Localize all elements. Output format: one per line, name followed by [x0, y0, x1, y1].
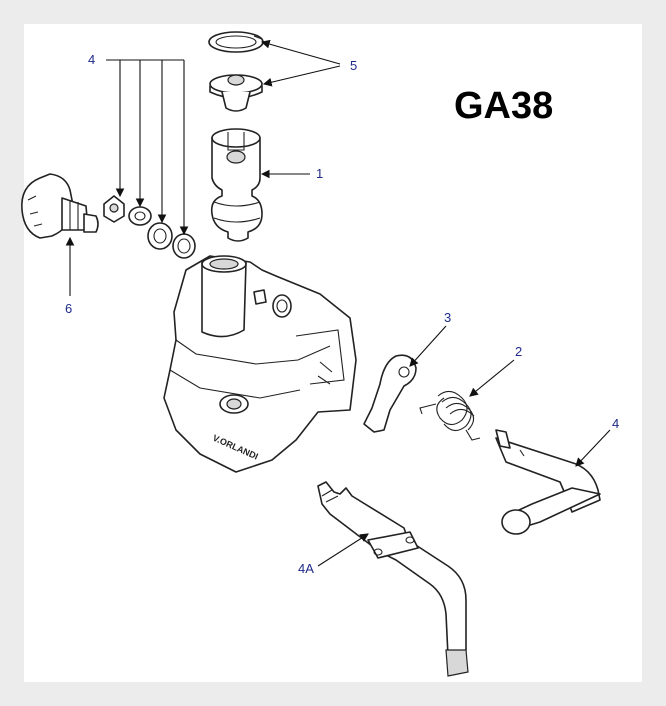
- part-4-nut: [103, 195, 125, 223]
- part-4a-operating-handle-long: [317, 481, 469, 677]
- part-1-coupling-pin: [210, 128, 263, 242]
- part-2-torsion-spring: [419, 390, 481, 441]
- part-6-handwheel-fitting: [21, 173, 99, 239]
- part-4-operating-handle: [495, 429, 601, 535]
- callout-4-right: 4: [612, 416, 619, 431]
- main-housing: [163, 255, 357, 473]
- part-3-release-lever: [363, 354, 417, 433]
- callout-1: 1: [316, 166, 323, 181]
- callout-5: 5: [350, 58, 357, 73]
- callout-3: 3: [444, 310, 451, 325]
- callout-2: 2: [515, 344, 522, 359]
- leader-lines: [65, 39, 611, 567]
- part-4-washer: [128, 206, 152, 226]
- part-4-split-ring: [172, 233, 196, 259]
- diagram-title: GA38: [454, 85, 553, 127]
- callout-4a: 4A: [298, 561, 314, 576]
- callout-4-top: 4: [88, 52, 95, 67]
- part-5-circlip: [208, 31, 264, 53]
- part-5-cap: [209, 74, 263, 112]
- callout-6: 6: [65, 301, 72, 316]
- part-4-bushing: [147, 222, 173, 250]
